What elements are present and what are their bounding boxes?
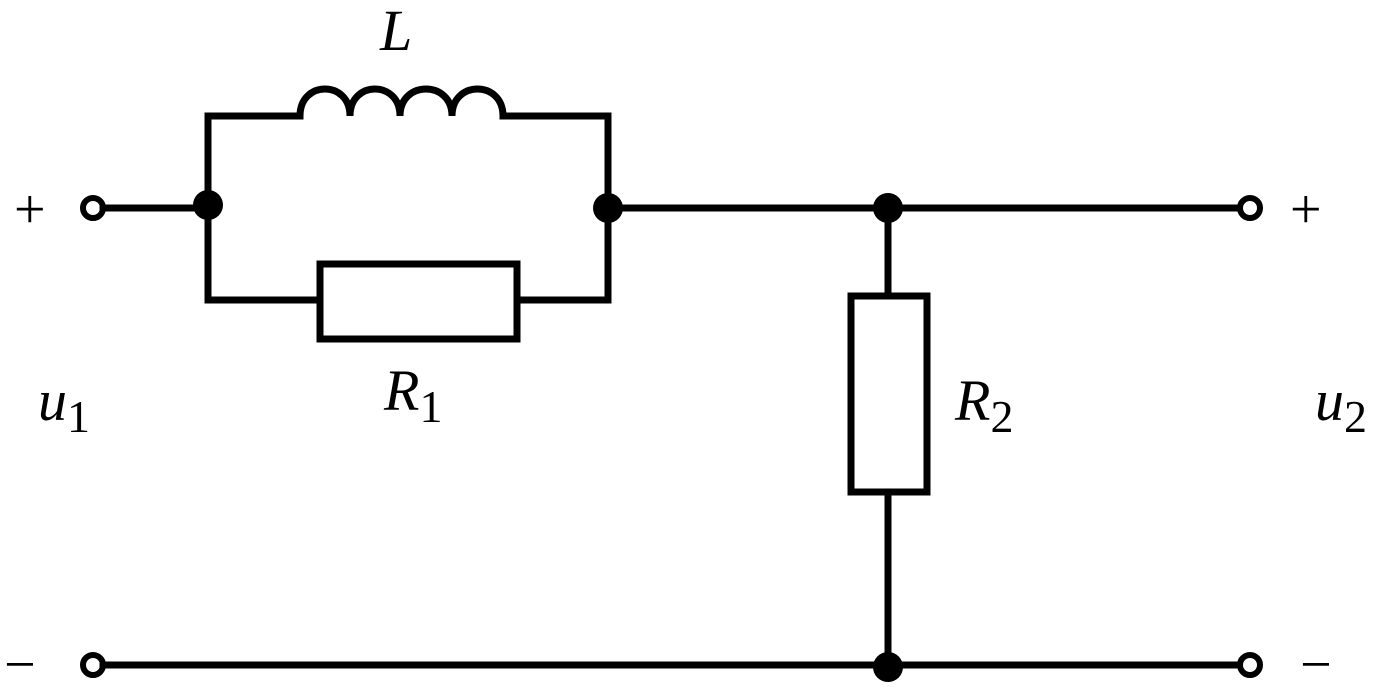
inductor-label: L: [379, 0, 412, 63]
junction-dot-right: [593, 193, 623, 223]
r2-label-main: R: [954, 368, 990, 433]
r1-label: R1: [383, 358, 442, 432]
u2-label-sub: 2: [1344, 391, 1367, 442]
resistor-r2: [847, 292, 931, 496]
junction-dot-r2-top: [873, 193, 903, 223]
output-plus-sign: +: [1290, 179, 1322, 241]
wire-parallel-left: [204, 112, 324, 304]
output-terminal-top: [1237, 195, 1263, 221]
u2-label-main: u: [1315, 368, 1344, 433]
inductor-symbol: [296, 85, 507, 120]
junction-dot-left: [193, 190, 223, 220]
u1-label-sub: 1: [67, 391, 90, 442]
r1-label-sub: 1: [419, 381, 442, 432]
input-plus-sign: +: [14, 179, 46, 241]
u1-label: u1: [38, 368, 90, 442]
r2-label: R2: [954, 368, 1013, 442]
output-minus-sign: −: [1300, 634, 1332, 687]
resistor-r1: [316, 260, 521, 343]
u1-label-main: u: [38, 368, 67, 433]
junction-dot-r2-bottom: [873, 652, 903, 682]
r1-label-main: R: [383, 358, 419, 423]
input-minus-sign: −: [4, 634, 36, 687]
output-terminal-bottom: [1237, 652, 1263, 678]
r2-label-sub: 2: [990, 391, 1013, 442]
u2-label: u2: [1315, 368, 1367, 442]
